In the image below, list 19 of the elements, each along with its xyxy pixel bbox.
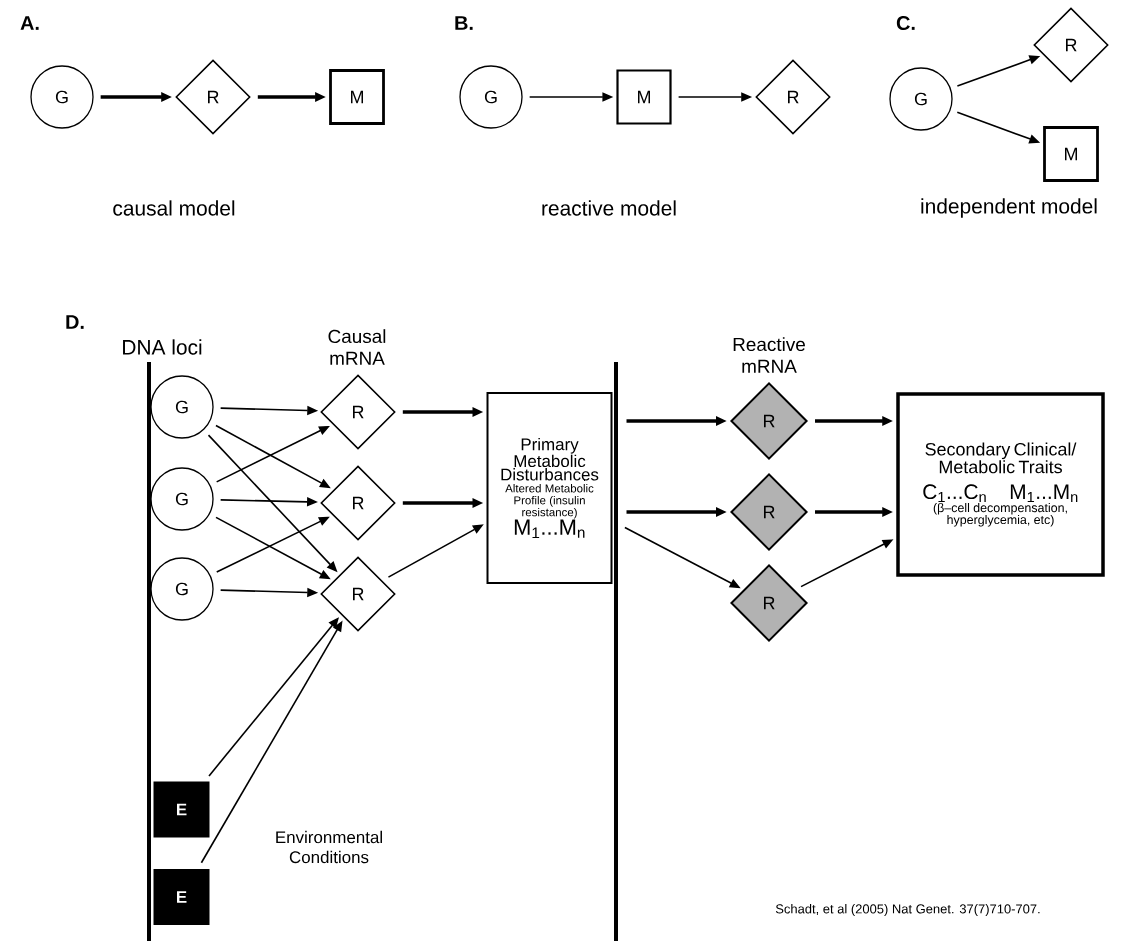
metabolite-square: M bbox=[1043, 126, 1099, 182]
citation: Schadt, et al (2005) Nat Genet. 37(7)710-707. bbox=[775, 903, 1040, 917]
node-label: E bbox=[177, 803, 187, 816]
node-label: E bbox=[177, 891, 187, 903]
process-box: Primary Metabolic Disturbances Altered Metabolic Profile (insulin resistance) M$_{1}$...M$_{n}$ bbox=[486, 392, 613, 584]
environment-box: E bbox=[153, 781, 210, 838]
panel-letter: D. bbox=[66, 315, 84, 329]
caption: reactive model bbox=[542, 200, 676, 216]
panel-letter: B. bbox=[455, 16, 473, 30]
metabolite-square: M bbox=[329, 69, 385, 125]
metabolite-square: M bbox=[616, 69, 672, 125]
panel-letter: A. bbox=[20, 16, 39, 30]
panel-letter: C. bbox=[896, 15, 915, 31]
trait-box: Secondary Clinical/ Metabolic Traits C$_{1}$...C$_{n}$ M$_{1}$...M$_{n}$ (β–cell decompensation, hyperglycemia, etc) bbox=[896, 392, 1105, 577]
note: Environmental Conditions bbox=[276, 830, 382, 864]
caption: causal model bbox=[113, 200, 235, 216]
column-heading: DNA loci bbox=[123, 339, 202, 355]
environment-box: E bbox=[153, 869, 210, 925]
arrow bbox=[208, 617, 339, 777]
